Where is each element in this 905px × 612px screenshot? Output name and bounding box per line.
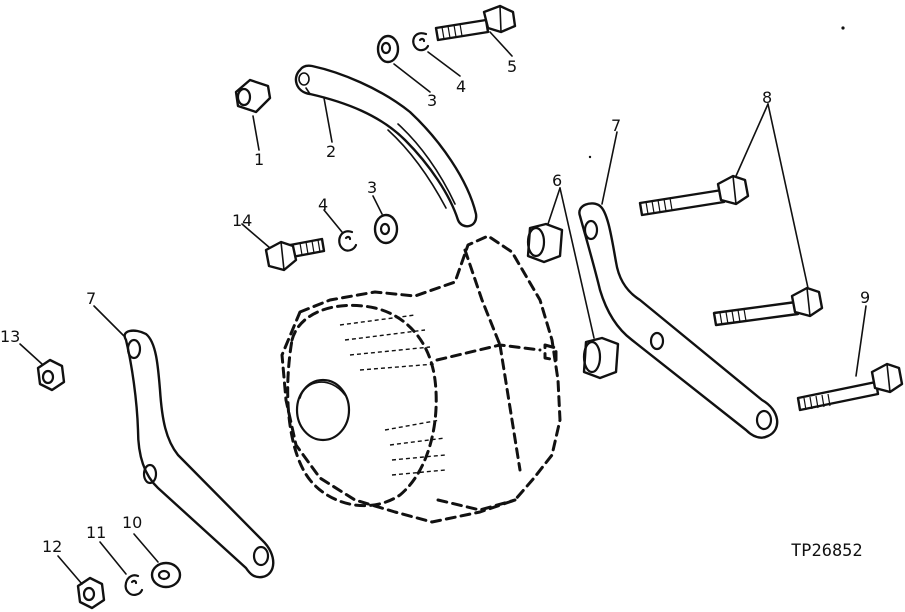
cap-screw-9 (796, 362, 904, 412)
callout-12: 12 (42, 537, 62, 556)
callout-10: 10 (122, 513, 142, 532)
callout-8: 8 (762, 88, 772, 107)
nut-12 (76, 576, 106, 610)
callout-11: 11 (86, 523, 106, 542)
spacer-1 (234, 78, 272, 114)
lock-washer-11 (124, 574, 144, 596)
callout-14: 14 (232, 211, 252, 230)
callout-13: 13 (0, 327, 20, 346)
callout-3-top: 3 (427, 91, 437, 110)
spacer-6-lower (582, 336, 620, 380)
callout-6: 6 (552, 171, 562, 190)
callout-9: 9 (860, 288, 870, 307)
callout-labels: 1 2 3 4 5 14 4 3 6 7 8 9 7 13 10 11 12 (0, 57, 870, 556)
speck (588, 155, 592, 159)
speck (841, 26, 845, 30)
callout-2: 2 (326, 142, 336, 161)
washer-3-lower (373, 213, 399, 245)
lock-washer-4-lower (338, 230, 358, 252)
cap-screw-14 (264, 237, 326, 272)
callout-3-lower: 3 (367, 178, 377, 197)
cap-screw-5 (434, 4, 517, 42)
adjusting-strap (294, 64, 478, 228)
callout-4-lower: 4 (318, 195, 328, 214)
spacer-6-upper (526, 222, 564, 264)
cap-screw-8-lower (712, 286, 824, 327)
callout-7-right: 7 (611, 116, 621, 135)
washer-3-top (376, 34, 400, 64)
nut-13 (36, 358, 66, 392)
figure-id: TP26852 (791, 541, 863, 561)
washer-10 (150, 561, 182, 589)
callout-7-left: 7 (86, 289, 96, 308)
bracket-7-left (123, 329, 275, 579)
alternator-outline (280, 234, 562, 524)
bracket-7-right (578, 202, 779, 439)
leader-lines (19, 31, 867, 585)
callout-5: 5 (507, 57, 517, 76)
callout-4-top: 4 (456, 77, 466, 96)
cap-screw-8-upper (638, 174, 750, 217)
lock-washer-4-top (412, 32, 430, 52)
callout-1: 1 (254, 150, 264, 169)
